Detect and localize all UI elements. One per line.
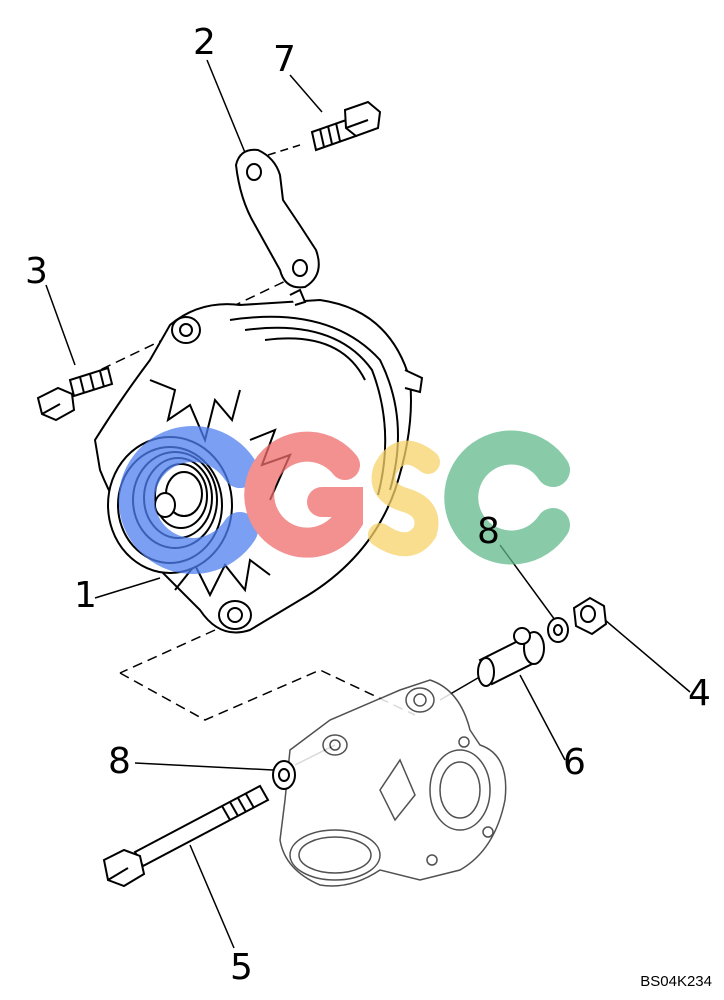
callout-2: 2 [193,22,216,63]
engine-mount-bracket [279,679,507,887]
callout-8-upper: 8 [477,511,500,552]
callout-6: 6 [563,742,586,783]
callout-5: 5 [230,947,253,988]
bolt-7 [310,100,382,152]
callout-7: 7 [273,39,296,80]
callout-3: 3 [25,251,48,292]
washer-8-upper [547,617,569,643]
callout-8-lower: 8 [108,741,131,782]
watermark-logo [118,426,570,574]
bolt-3 [36,366,114,422]
reference-code: BS04K234 [640,973,712,990]
bolt-5 [102,784,270,888]
nut-4 [572,596,608,636]
callout-4: 4 [688,673,711,714]
sleeve-6 [477,627,545,687]
watermark-letter-g [244,431,363,558]
watermark-letter-c1 [118,426,258,574]
washer-8-lower [272,760,296,790]
watermark-letter-c2 [444,430,570,565]
watermark-letter-s [368,440,440,557]
callout-1: 1 [74,575,97,616]
bracket-2 [234,148,320,289]
